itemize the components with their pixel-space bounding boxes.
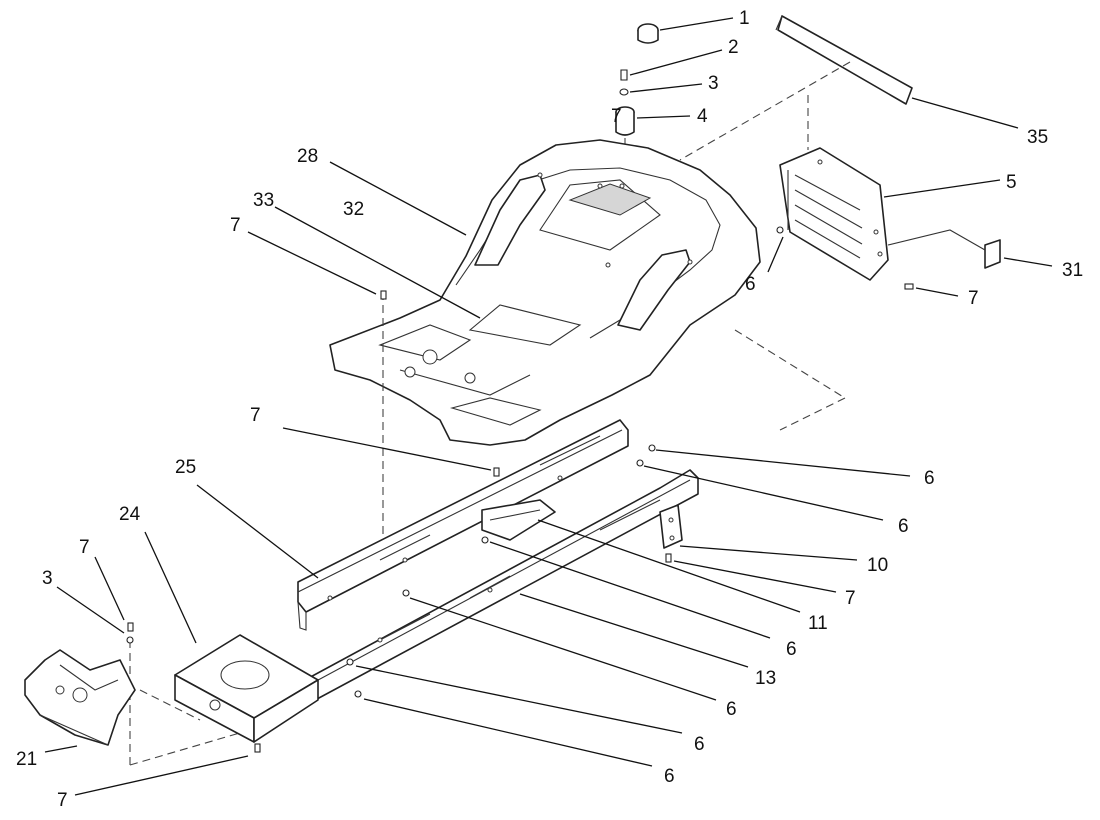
part-3-washer: [619, 88, 629, 96]
part-28-body-shell: [329, 139, 761, 446]
callout-13: 13: [755, 668, 776, 689]
callout-7-g: 7: [611, 106, 622, 127]
callout-21: 21: [16, 749, 37, 770]
callout-7-b: 7: [230, 215, 241, 236]
part-35-rod: [679, 15, 913, 161]
callout-11: 11: [808, 613, 828, 634]
callout-4: 4: [697, 106, 708, 127]
part-31-decal: [887, 229, 1001, 269]
callout-6-g: 6: [664, 766, 675, 787]
part-5-rear-panel: [779, 147, 889, 281]
callout-10: 10: [867, 555, 888, 576]
callout-5: 5: [1006, 172, 1017, 193]
part-24-mount-plate: [174, 634, 319, 743]
callout-24: 24: [119, 504, 141, 525]
callout-6-d: 6: [786, 639, 797, 660]
part-11-bracket: [481, 499, 556, 541]
callout-6-b: 6: [924, 468, 935, 489]
callout-6-c: 6: [898, 516, 909, 537]
callout-31: 31: [1062, 260, 1083, 281]
part-25-frame-rail: [297, 419, 629, 631]
callout-3-b: 3: [42, 568, 53, 589]
callout-7-d: 7: [845, 588, 856, 609]
callout-33: 33: [253, 190, 274, 211]
callout-6-a: 6: [745, 274, 756, 295]
fasteners: [126, 226, 914, 753]
leader-lines: [44, 17, 1053, 796]
part-21-pedal-bracket: [24, 649, 136, 746]
callout-7-e: 7: [79, 537, 90, 558]
part-1-cap: [637, 23, 659, 44]
callout-1: 1: [739, 8, 750, 29]
part-2-screw: [620, 69, 628, 81]
callout-7-f: 7: [57, 790, 68, 811]
callout-7-a: 7: [968, 288, 979, 309]
callout-28: 28: [297, 146, 318, 167]
part-10-bracket: [659, 504, 683, 549]
callout-6-e: 6: [726, 699, 737, 720]
callout-25: 25: [175, 457, 196, 478]
callout-2: 2: [728, 37, 739, 58]
callout-3: 3: [708, 73, 719, 94]
callout-35: 35: [1027, 127, 1048, 148]
callout-32: 32: [343, 199, 364, 220]
callout-6-f: 6: [694, 734, 705, 755]
callout-labels: 1 2 3 4 35 5 31 6 7 28 32 33 7 7 6 6 25 …: [16, 8, 1083, 811]
callout-7-c: 7: [250, 405, 261, 426]
